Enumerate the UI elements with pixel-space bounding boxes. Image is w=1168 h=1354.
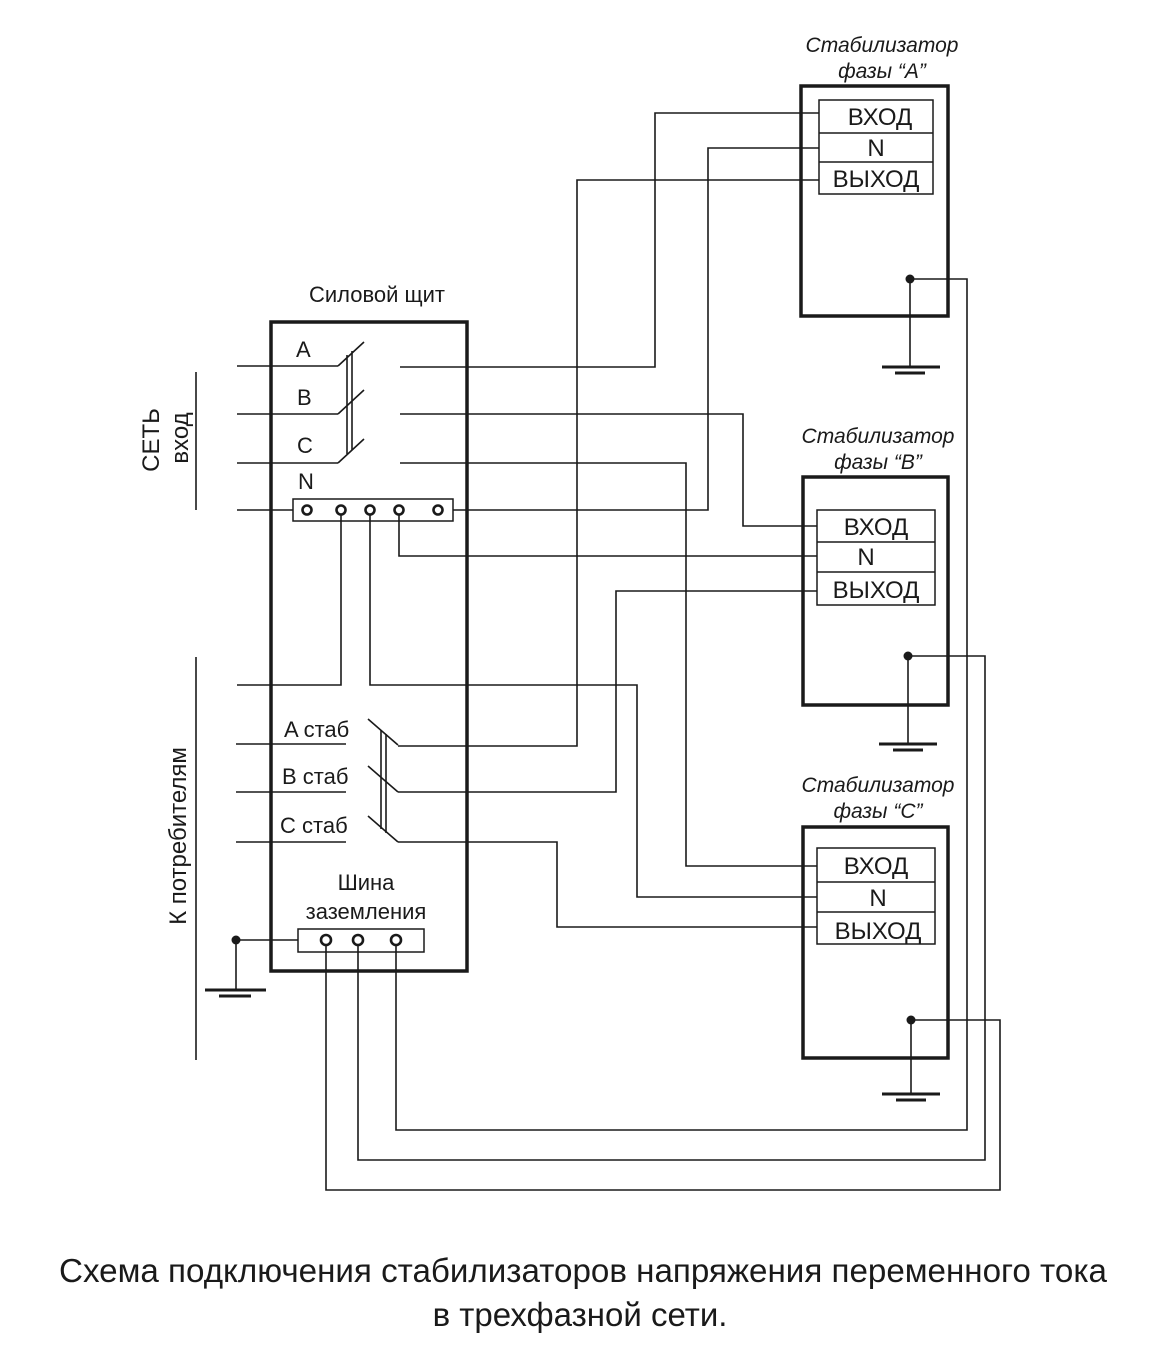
wires	[236, 112, 1001, 1191]
stabilizer-c-title-line2: фазы “С”	[834, 800, 924, 823]
stabilizer-c-output-label: ВЫХОД	[835, 918, 922, 945]
ground-symbol-b	[879, 651, 937, 752]
input-label-c: C	[297, 433, 313, 458]
input-label-b: B	[297, 385, 312, 410]
stabilizer-b-title-line1: Стабилизатор	[802, 425, 955, 448]
stabilizer-c-title-line1: Стабилизатор	[802, 774, 955, 797]
ground-bus-label-line2: заземления	[306, 899, 427, 924]
stabilizer-a: Стабилизатор фазы “А” ВХОД N ВЫХОД	[799, 34, 959, 318]
neutral-terminal	[301, 504, 313, 516]
input-label-a: A	[296, 337, 311, 362]
output-label-c: C стаб	[280, 813, 348, 838]
power-panel-title: Силовой щит	[309, 282, 445, 307]
output-label-b: B стаб	[282, 764, 348, 789]
network-label: СЕТЬ	[138, 408, 165, 472]
neutral-terminal	[393, 504, 405, 516]
stabilizer-a-n-label: N	[867, 135, 884, 162]
neutral-terminal	[432, 504, 444, 516]
neutral-bus	[292, 498, 454, 522]
stabilizer-a-title-line2: фазы “А”	[838, 60, 927, 83]
side-label-consumers: К потребителям	[165, 657, 197, 1060]
stabilizer-b: Стабилизатор фазы “В” ВХОД N ВЫХОД	[801, 425, 955, 707]
stabilizer-a-title-line1: Стабилизатор	[806, 34, 959, 57]
stabilizer-b-terminal-block	[816, 509, 936, 606]
stabilizer-a-terminal-block	[818, 99, 934, 195]
input-breaker	[237, 341, 365, 464]
stabilizer-a-box	[799, 84, 950, 318]
power-panel-box	[269, 320, 469, 973]
stabilizer-a-input-label: ВХОД	[848, 104, 913, 131]
power-panel: Силовой щит A B C N A стаб B	[236, 282, 469, 973]
ground-terminal	[319, 933, 333, 947]
stabilizer-b-title-line2: фазы “В”	[834, 451, 923, 474]
caption-line1: Схема подключения стабилизаторов напряже…	[59, 1252, 1108, 1289]
stabilizer-c-terminal-block	[816, 847, 936, 945]
caption-line2: в трехфазной сети.	[433, 1296, 728, 1333]
ground-bus	[297, 928, 425, 953]
stabilizer-c-input-label: ВХОД	[844, 853, 909, 880]
stabilizer-b-input-label: ВХОД	[844, 514, 909, 541]
stabilizer-c: Стабилизатор фазы “С” ВХОД N ВЫХОД	[801, 774, 955, 1060]
stabilizer-c-n-label: N	[869, 885, 886, 912]
neutral-terminal	[335, 504, 347, 516]
output-label-a: A стаб	[284, 717, 349, 742]
stabilizer-a-output-label: ВЫХОД	[833, 166, 920, 193]
stabilizer-b-output-label: ВЫХОД	[833, 577, 920, 604]
ground-symbol-a	[882, 274, 940, 375]
neutral-terminal	[364, 504, 376, 516]
output-breaker	[236, 718, 399, 843]
ground-symbol-c	[882, 1015, 940, 1102]
ground-terminal	[389, 933, 403, 947]
ground-bus-label-line1: Шина	[338, 870, 396, 895]
input-label-n: N	[298, 469, 314, 494]
side-label-network: СЕТЬ вход	[138, 372, 197, 510]
ground-symbol-panel	[205, 935, 266, 998]
stabilizer-b-n-label: N	[857, 544, 874, 571]
consumers-label: К потребителям	[165, 747, 192, 925]
stabilizer-c-box	[801, 825, 950, 1060]
input-label: вход	[167, 412, 194, 463]
ground-terminal	[351, 933, 365, 947]
